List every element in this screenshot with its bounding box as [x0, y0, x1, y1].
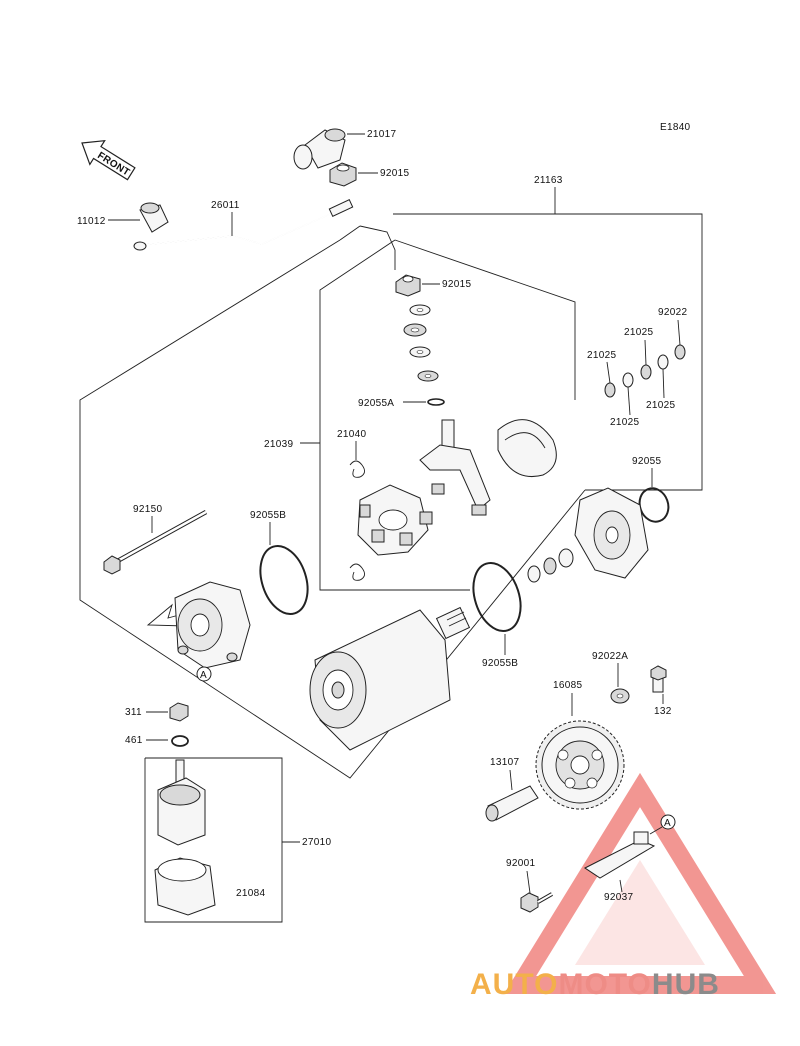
label-92022: 92022 [658, 307, 687, 318]
right-washers [604, 344, 686, 398]
bolt-92001-part [520, 892, 553, 913]
label-92055B-right: 92055B [482, 658, 518, 669]
label-21025-a: 21025 [624, 327, 653, 338]
nut-part-top [329, 162, 357, 187]
end-cover-part [574, 487, 649, 579]
watermark-part1: AUTO [470, 968, 558, 1001]
label-92037: 92037 [604, 892, 633, 903]
relay-assembly-box [144, 757, 300, 923]
watermark-part3: HUB [652, 968, 720, 1001]
label-92055A: 92055A [358, 398, 394, 409]
label-21084: 21084 [236, 888, 265, 899]
brush-holder-part [357, 484, 433, 556]
reference-letter-a: A [200, 670, 207, 681]
label-13107: 13107 [490, 757, 519, 768]
washer-stack [403, 304, 445, 406]
watermark-text: AUTOMOTOHUB [470, 968, 720, 1001]
terminal-cap-part [293, 128, 346, 170]
reference-circle-a [196, 666, 212, 682]
reference-circle-a-2 [660, 814, 676, 830]
front-cover-part [146, 581, 251, 669]
watermark-part2: MOTO [558, 968, 651, 1001]
brush-cover-part [497, 419, 557, 477]
label-132: 132 [654, 706, 672, 717]
label-311: 311 [125, 707, 142, 718]
label-27010: 27010 [302, 837, 331, 848]
label-21025-b: 21025 [587, 350, 616, 361]
label-26011: 26011 [211, 200, 240, 211]
relay-part [157, 759, 206, 846]
label-92015-top: 92015 [380, 168, 409, 179]
lock-washer-part [171, 735, 189, 747]
label-92055B-left: 92055B [250, 510, 286, 521]
spring-part [349, 460, 365, 581]
motor-yoke-part [309, 606, 471, 751]
label-92001: 92001 [506, 858, 535, 869]
svg-text:AUTOMOTOHUB: AUTOMOTOHUB [470, 968, 720, 1001]
label-92150: 92150 [133, 504, 162, 515]
label-21025-d: 21025 [610, 417, 639, 428]
watermark-logo [503, 772, 777, 994]
shaft-washers [527, 548, 574, 583]
boot-part [139, 202, 169, 233]
label-92022A: 92022A [592, 651, 628, 662]
idler-shaft-part [485, 785, 539, 822]
through-bolt-part [103, 510, 208, 575]
bolt-132-part [650, 665, 667, 693]
label-11012: 11012 [77, 216, 106, 227]
relay-cover-part [154, 857, 216, 916]
clamp-part [584, 831, 656, 879]
label-16085: 16085 [553, 680, 582, 691]
label-21163: 21163 [534, 175, 563, 186]
nut-part-mid [395, 274, 421, 297]
front-direction-arrow: FRONT [81, 139, 136, 181]
label-461: 461 [125, 735, 143, 746]
nut-311-part [169, 702, 189, 722]
label-21039: 21039 [264, 439, 293, 450]
starter-cable-part [133, 199, 354, 251]
terminal-bolt-plate-part [419, 419, 491, 516]
label-21040: 21040 [337, 429, 366, 440]
diagram-code: E1840 [660, 122, 691, 133]
idler-gear-part [535, 720, 625, 810]
label-92055: 92055 [632, 456, 661, 467]
label-21025-c: 21025 [646, 400, 675, 411]
label-21017: 21017 [367, 129, 396, 140]
reference-letter-a-2: A [664, 818, 671, 829]
label-92015-mid: 92015 [442, 279, 471, 290]
